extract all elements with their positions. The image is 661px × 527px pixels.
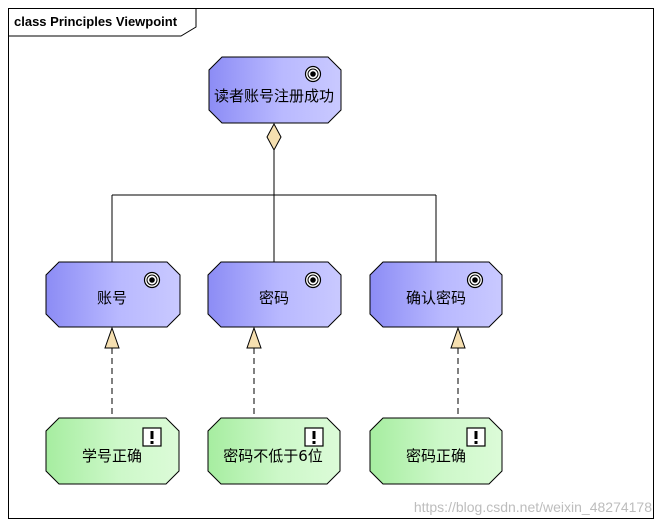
sub-goal-node-password[interactable]: 密码	[207, 261, 342, 328]
goal-target-icon	[304, 271, 322, 289]
root-goal-label: 读者账号注册成功	[214, 87, 334, 105]
sub-goal-label: 确认密码	[406, 289, 466, 307]
requirement-label: 学号正确	[82, 447, 142, 465]
sub-goal-node-account[interactable]: 账号	[45, 261, 181, 328]
exclamation-icon	[466, 427, 486, 447]
goal-target-icon	[304, 65, 322, 83]
exclamation-icon	[304, 427, 324, 447]
requirement-node-student-id[interactable]: 学号正确	[45, 417, 180, 485]
frame-title: class Principles Viewpoint	[14, 14, 178, 29]
requirement-label: 密码正确	[406, 447, 466, 465]
requirement-node-password-length[interactable]: 密码不低于6位	[207, 417, 341, 485]
watermark-text: https://blog.csdn.net/weixin_48274178	[414, 499, 652, 515]
goal-target-icon	[466, 271, 484, 289]
requirement-label: 密码不低于6位	[223, 447, 323, 465]
goal-target-icon	[143, 271, 161, 289]
requirement-node-password-correct[interactable]: 密码正确	[369, 417, 503, 485]
exclamation-icon	[142, 427, 162, 447]
realization-connectors	[104, 326, 466, 418]
aggregation-diamond	[266, 122, 282, 152]
sub-goal-label: 账号	[97, 289, 127, 307]
sub-goal-label: 密码	[259, 289, 289, 307]
composition-connectors	[111, 150, 437, 263]
frame-title-tab	[8, 8, 197, 37]
sub-goal-node-confirm-password[interactable]: 确认密码	[369, 261, 503, 328]
root-goal-node[interactable]: 读者账号注册成功	[208, 56, 342, 124]
